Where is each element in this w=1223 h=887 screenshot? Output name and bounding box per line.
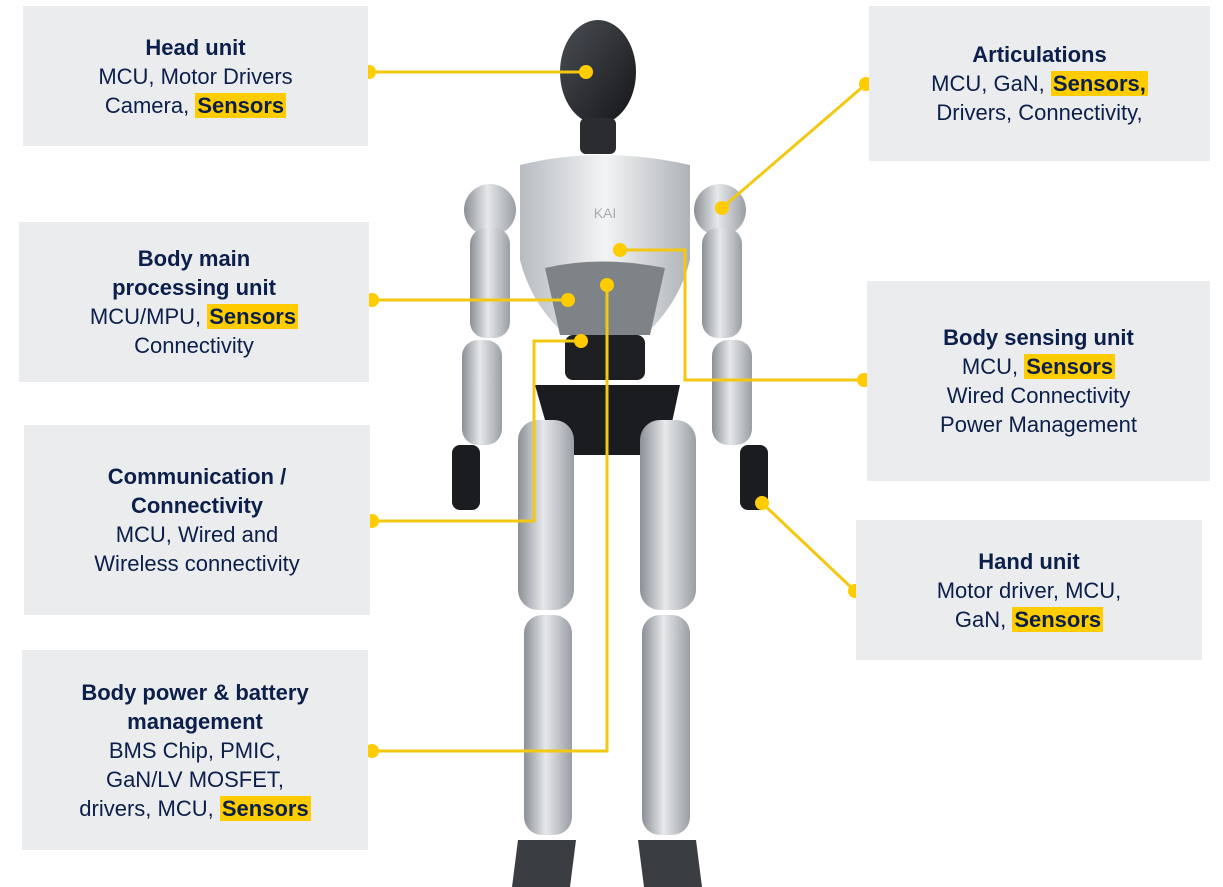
callout-line: Wireless connectivity <box>94 551 300 576</box>
connector-power <box>372 285 609 753</box>
callout-head-unit: Head unit MCU, Motor Drivers Camera, Sen… <box>23 6 368 146</box>
callout-title: Connectivity <box>130 493 264 518</box>
dot-body-main-b <box>561 293 575 307</box>
dot-body-sensing-a <box>613 243 627 257</box>
callout-title: Body main <box>137 246 251 271</box>
sensors-highlight: Sensors, <box>1050 71 1148 96</box>
left-shin <box>524 615 572 835</box>
callout-line: Camera, Sensors <box>104 91 287 120</box>
dot-communication-b <box>574 334 588 348</box>
callout-line: drivers, MCU, Sensors <box>79 794 311 823</box>
left-foot <box>512 840 576 887</box>
callout-line: GaN, Sensors <box>954 605 1104 634</box>
callout-title: processing unit <box>112 275 276 300</box>
sensors-highlight: Sensors <box>219 795 311 821</box>
callout-line: Connectivity <box>134 333 254 358</box>
callout-title: Hand unit <box>978 548 1080 574</box>
callout-communication: Communication / Connectivity MCU, Wired … <box>24 425 370 615</box>
connector-hand <box>760 501 857 593</box>
robot-neck <box>580 118 616 154</box>
sensors-highlight: Sensors <box>207 304 299 329</box>
callout-text: Camera, <box>104 92 196 118</box>
left-upper-arm <box>470 228 510 338</box>
callout-line: MCU, Sensors <box>961 352 1116 381</box>
callout-line: MCU, Motor Drivers <box>98 63 293 89</box>
callout-text: drivers, MCU, <box>79 795 220 821</box>
sensors-highlight: Sensors <box>1012 606 1104 632</box>
right-hand <box>740 445 768 510</box>
right-thigh <box>640 420 696 610</box>
callout-line: Motor driver, MCU, <box>936 577 1122 603</box>
callout-line: MCU/MPU, Sensors <box>89 302 299 331</box>
dot-hand-a <box>755 496 769 510</box>
callout-title: Communication / <box>107 464 287 489</box>
right-upper-arm <box>702 228 742 338</box>
callout-line: BMS Chip, PMIC, <box>108 737 282 763</box>
callout-line: Drivers, Connectivity, <box>936 100 1143 125</box>
callout-text: GaN, <box>954 606 1013 632</box>
callout-text: MCU/MPU, <box>89 304 208 329</box>
callout-body-power-battery: Body power & battery management BMS Chip… <box>22 650 368 850</box>
left-hand <box>452 445 480 510</box>
callout-text: MCU, <box>961 354 1025 379</box>
callout-line: Wired Connectivity <box>946 383 1131 408</box>
dot-power-b <box>600 278 614 292</box>
connector-body-sensing <box>620 248 864 382</box>
callout-body-sensing: Body sensing unit MCU, Sensors Wired Con… <box>867 281 1210 481</box>
callout-title: Body power & battery <box>81 679 309 705</box>
sensors-highlight: Sensors <box>1024 354 1116 379</box>
robot-head <box>560 20 636 124</box>
callout-line: MCU, GaN, Sensors, <box>931 69 1148 98</box>
left-thigh <box>518 420 574 610</box>
callout-hand-unit: Hand unit Motor driver, MCU, GaN, Sensor… <box>856 520 1202 660</box>
callout-line: GaN/LV MOSFET, <box>105 766 285 792</box>
connector-articulations <box>721 82 867 210</box>
right-shin <box>642 615 690 835</box>
right-forearm <box>712 340 752 445</box>
callout-title: Head unit <box>145 34 246 60</box>
left-shoulder-joint <box>464 184 516 236</box>
callout-title: Body sensing unit <box>943 325 1134 350</box>
callout-line: MCU, Wired and <box>115 522 279 547</box>
callout-text: MCU, GaN, <box>931 71 1051 96</box>
robot-abdomen <box>545 261 665 335</box>
dot-power-a <box>365 744 379 758</box>
callout-articulations: Articulations MCU, GaN, Sensors, Drivers… <box>869 6 1210 161</box>
left-forearm <box>462 340 502 445</box>
right-foot <box>638 840 702 887</box>
dot-head-b <box>579 65 593 79</box>
callout-title: management <box>127 708 263 734</box>
sensors-highlight: Sensors <box>195 92 287 118</box>
callout-body-main-processing: Body main processing unit MCU/MPU, Senso… <box>19 222 369 382</box>
callout-title: Articulations <box>972 42 1107 67</box>
callout-line: Power Management <box>940 412 1137 437</box>
chest-logo: KAI <box>594 205 617 221</box>
connector-communication <box>372 339 581 523</box>
dot-articulations-b <box>715 201 729 215</box>
